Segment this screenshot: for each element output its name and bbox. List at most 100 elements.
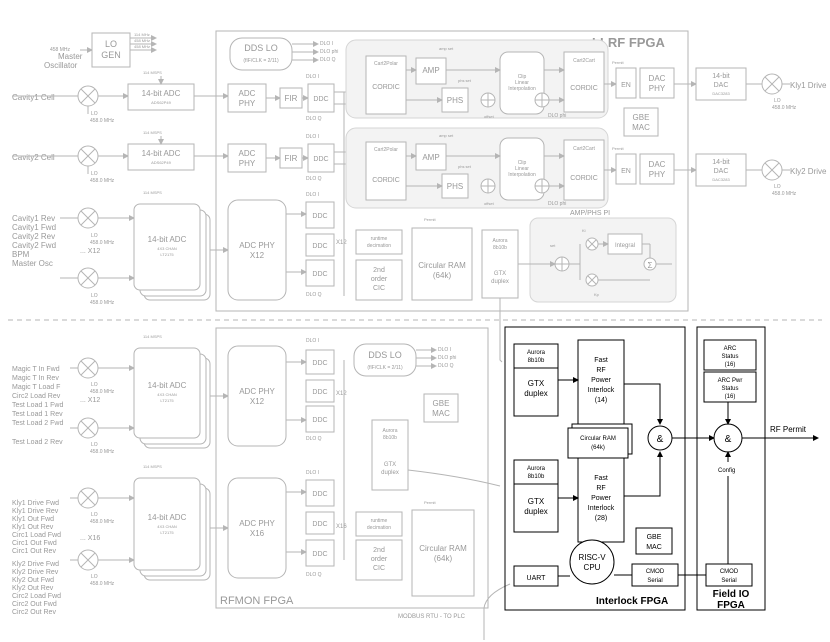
- ddc-label: DDC: [312, 213, 327, 220]
- dlo-phi-label: DLO phi: [548, 113, 566, 119]
- ddc-box: [307, 143, 335, 173]
- clip-box: [499, 51, 545, 115]
- aurora-label: Aurora: [382, 428, 397, 434]
- adc-phy-label: PHY: [239, 159, 256, 168]
- adc-title: 14-bit ADC: [148, 235, 187, 244]
- aurora-gtx-box: [481, 229, 519, 299]
- dac-phy-box: [639, 153, 675, 185]
- processing-chain-1: Cart2Polar CORDIC AMP amp set PHS phs se…: [345, 39, 609, 119]
- input-label: Circ2 Out Fwd: [12, 601, 57, 608]
- fast-interlock-14-box: [577, 339, 625, 431]
- dds-lo-label: DDS LO: [368, 350, 402, 360]
- cordic-label: CORDIC: [570, 175, 598, 182]
- dac-phy-label: DAC: [649, 74, 666, 83]
- input-label: BPM: [12, 250, 30, 259]
- en-label: EN: [621, 168, 631, 175]
- dlo-q-label: DLO Q: [320, 57, 336, 63]
- dlo-phi-label: DLO phi: [320, 49, 338, 55]
- fast-label: Power: [591, 377, 612, 384]
- input-label: Test Load 2 Rev: [12, 439, 63, 446]
- input-label: Test Load 1 Rev: [12, 411, 63, 418]
- cart2cart-label: Cart2Cart: [573, 58, 595, 64]
- lo-freq: 458.0 MHz: [90, 449, 115, 455]
- dlo-q-label: DLO Q: [306, 116, 322, 122]
- dlo-phi-label: DLO phi: [438, 355, 456, 361]
- adc-phy-label: X16: [250, 529, 265, 538]
- rfmon-fpga-title: RFMON FPGA: [220, 595, 294, 607]
- modbus-label: MODBUS RTU - TO PLC: [398, 614, 466, 620]
- input-label: Kly2 Drive Rev: [12, 569, 59, 576]
- circular-ram-label: Circular RAM: [418, 261, 466, 270]
- dlo-i-label: DLO I: [306, 134, 319, 140]
- adc-box: [127, 83, 195, 111]
- ddc-label: DDC: [312, 521, 327, 528]
- cavity1-channel: Cavity1 Cell LO 458.0 MHz 14-bit ADC ADS…: [12, 70, 366, 124]
- dlo-phi-label: DLO phi: [548, 201, 566, 207]
- lo-freq: 458.0 MHz: [90, 300, 115, 306]
- interlock-fpga-panel: [504, 326, 686, 611]
- input-label: Circ2 Load Rev: [12, 393, 61, 400]
- cic-label: CIC: [373, 565, 385, 572]
- circular-ram-label: Circular RAM: [580, 436, 616, 442]
- dds-lo-sub: (fIF/CLK = 2/11): [243, 58, 279, 64]
- input-label: Circ1 Out Rev: [12, 548, 56, 555]
- adc-msps: 114 MSPS: [143, 464, 162, 469]
- fast-label: Fast: [594, 475, 608, 482]
- interlock-fpga: Interlock FPGA Aurora 8b10b GTX duplex F…: [504, 326, 715, 611]
- cic-label: CIC: [373, 285, 385, 292]
- processing-chain-2: Cart2Polar CORDIC AMP amp set PHS phs se…: [345, 127, 609, 209]
- x12-label: X12: [336, 240, 347, 246]
- llrf-multichannel: Cavity1 Rev Cavity1 Fwd Cavity2 Rev Cavi…: [12, 92, 519, 306]
- ddc-label: DDC: [312, 271, 327, 278]
- cart2cart-box: [563, 139, 605, 201]
- lo-freq: 458.0 MHz: [772, 191, 797, 197]
- phs-label: PHS: [447, 96, 463, 105]
- dlo-i-label: DLO I: [306, 192, 319, 198]
- cic-label: 2nd: [373, 267, 385, 274]
- adc-phy-x12-box: [227, 199, 287, 301]
- lo-freq: 458.0 MHz: [772, 105, 797, 111]
- circular-ram-label: (64k): [433, 271, 452, 280]
- cordic-label: CORDIC: [372, 177, 400, 184]
- field-io-title: FPGA: [717, 600, 745, 611]
- clip-label: Interpolation: [508, 172, 536, 178]
- fast-count: (14): [595, 397, 607, 404]
- cmod-label: Serial: [721, 578, 736, 584]
- set-label: set: [550, 243, 556, 248]
- adc-phy-label: ADC PHY: [239, 241, 275, 250]
- phs-set-label: phs set: [458, 78, 472, 83]
- fast-label: Fast: [594, 357, 608, 364]
- adc-chan: 4X3 CHAN: [157, 246, 177, 251]
- aurora-label: Aurora: [492, 238, 507, 244]
- runtime-label: decimation: [367, 525, 391, 531]
- ddc-box: [305, 479, 335, 507]
- fast-label: RF: [596, 367, 605, 374]
- adc-part: LT2175: [160, 252, 174, 257]
- cordic-label: CORDIC: [372, 84, 400, 91]
- input-label: Cavity1 Rev: [12, 214, 55, 223]
- lo-freq: 458.0 MHz: [90, 118, 115, 124]
- input-label: Kly1 Out Rev: [12, 524, 54, 531]
- lo-label: LO: [774, 184, 781, 190]
- lo-label: LO: [91, 171, 98, 177]
- gtx-label: duplex: [524, 507, 548, 516]
- adc-12ch-box: [133, 203, 201, 291]
- offset-label: offset: [484, 201, 495, 206]
- input-label: Kly2 Out Rev: [12, 585, 54, 592]
- adc-title: 14-bit ADC: [142, 149, 181, 158]
- cic-box: [355, 259, 403, 301]
- input-label: Cavity2 Fwd: [12, 241, 56, 250]
- ddc-label: DDC: [312, 360, 327, 367]
- adc-chan: 4X3 CHAN: [157, 524, 177, 529]
- input-label: Kly1 Out Fwd: [12, 516, 54, 523]
- master-osc-label-3: Oscillator: [44, 61, 78, 70]
- gbe-label: MAC: [432, 409, 450, 418]
- rfmon-fpga-panel: [215, 327, 489, 609]
- input-label: Kly2 Drive Fwd: [12, 561, 59, 568]
- en-box: [615, 153, 637, 185]
- ddc-box: [305, 259, 335, 287]
- offset-label: offset: [484, 114, 495, 119]
- input-label: Magic T In Fwd: [12, 366, 60, 373]
- arc-pwr-status-box: [703, 371, 757, 403]
- permit-label: Permit: [612, 146, 624, 151]
